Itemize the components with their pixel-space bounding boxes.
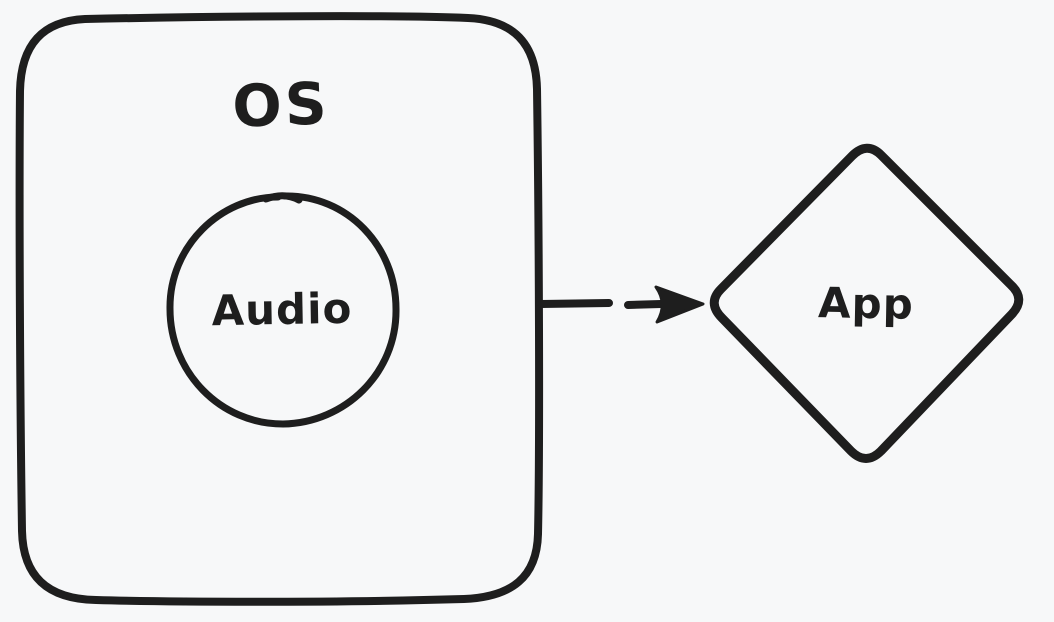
arrow-dash-2 xyxy=(624,300,665,309)
app-label: App xyxy=(818,278,914,329)
os-rectangle[interactable] xyxy=(15,12,544,606)
audio-label: Audio xyxy=(211,284,353,335)
arrow-dash-1 xyxy=(537,299,613,308)
arrow-head xyxy=(654,285,705,324)
audio-circle[interactable] xyxy=(166,192,400,428)
audio-circle-stroke-overlap xyxy=(262,192,303,204)
audio-node[interactable]: Audio xyxy=(166,192,400,428)
arrow-os-to-app[interactable] xyxy=(537,285,705,324)
app-diamond[interactable] xyxy=(709,143,1024,463)
app-node[interactable]: App xyxy=(709,143,1024,463)
os-label: OS xyxy=(231,69,330,140)
os-node[interactable]: OS xyxy=(15,12,544,606)
